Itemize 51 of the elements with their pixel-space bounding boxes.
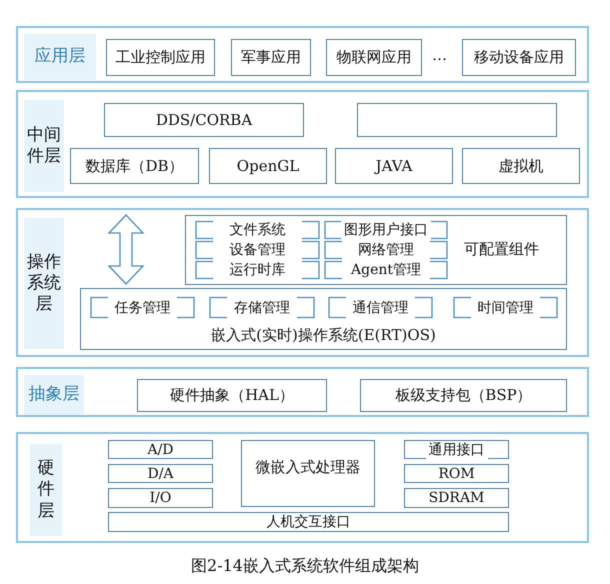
- component-box: [335, 148, 453, 184]
- layer-panel: [16, 432, 589, 543]
- component-label: 微嵌入式处理器: [256, 458, 360, 477]
- component-box: [360, 379, 567, 412]
- component-box: [326, 39, 422, 76]
- layer-panel: [16, 208, 589, 357]
- component-label: JAVA: [372, 157, 416, 175]
- component-box: [137, 379, 327, 412]
- bracketed-item: [195, 260, 320, 280]
- bracketed-item: [324, 220, 448, 240]
- kernel-box: [80, 288, 567, 350]
- component-box: [404, 464, 509, 483]
- item-label: 文件系统: [226, 221, 288, 239]
- component-box: [209, 148, 327, 184]
- component-box: [462, 39, 576, 76]
- layer-label: 操作系统层: [24, 218, 64, 349]
- component-box: [108, 464, 213, 483]
- component-label: 通用接口: [426, 440, 488, 458]
- bracketed-item: [324, 240, 448, 260]
- component-box: [462, 148, 580, 184]
- ellipsis-label: …: [432, 46, 447, 64]
- bracketed-item: [324, 260, 448, 280]
- bracketed-item: [195, 240, 320, 260]
- component-group-box: [185, 215, 567, 285]
- figure-caption: 图2-14嵌入式系统软件组成架构: [191, 556, 419, 575]
- component-box: [404, 440, 509, 459]
- component-box: [108, 488, 213, 508]
- bracketed-item: [328, 296, 433, 319]
- component-box: [108, 512, 509, 532]
- layer-label: 硬件层: [30, 444, 62, 536]
- layer-panel: [16, 367, 589, 417]
- component-box: [241, 440, 375, 507]
- component-box: [70, 148, 199, 184]
- group-label: 可配置组件: [464, 240, 539, 259]
- bracketed-item: [195, 220, 320, 240]
- kernel-label: 嵌入式(实时)操作系统(E(RT)OS): [210, 326, 437, 345]
- layer-panel: [16, 26, 589, 83]
- bracketed-item: [90, 296, 195, 319]
- component-box: [357, 103, 557, 137]
- layer-panel: [16, 90, 589, 198]
- bracketed-item: [453, 296, 558, 319]
- component-box: [106, 39, 215, 76]
- bracketed-item: [209, 296, 315, 319]
- component-box: [108, 440, 213, 459]
- layer-label: 抽象层: [24, 375, 84, 415]
- layer-label: 中间件层: [24, 100, 64, 192]
- component-box: [231, 39, 311, 76]
- component-box: [104, 103, 304, 137]
- component-box: [404, 488, 509, 508]
- item-label: 图形用户接口: [341, 221, 431, 239]
- layer-label: 应用层: [24, 34, 96, 80]
